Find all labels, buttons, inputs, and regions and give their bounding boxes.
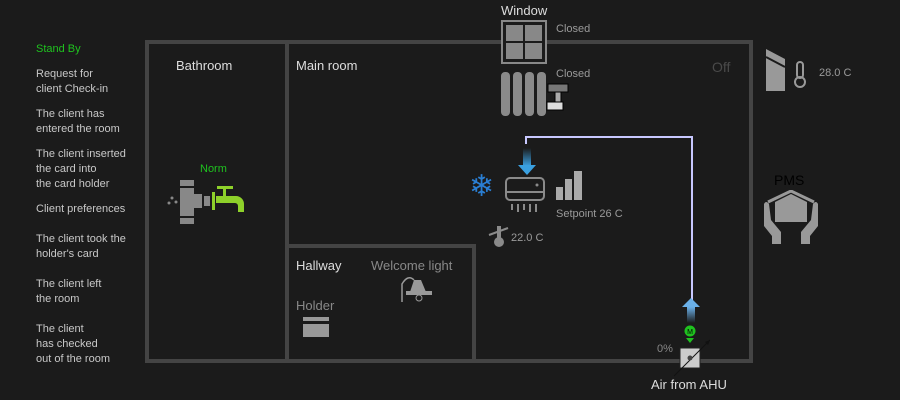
damper-icon[interactable] — [672, 338, 712, 378]
room-label-hallway: Hallway — [296, 258, 342, 273]
air-conditioner-icon[interactable] — [505, 177, 547, 215]
card-holder-icon-slot — [303, 317, 329, 321]
room-label-main: Main room — [296, 58, 358, 73]
window-status: Closed — [556, 23, 591, 35]
air-duct — [525, 136, 693, 302]
thermometer-icon — [488, 226, 509, 247]
window-label: Window — [501, 3, 548, 18]
holder-label: Holder — [296, 298, 335, 313]
pms-icon[interactable] — [762, 190, 820, 246]
water-status: Norm — [200, 163, 227, 175]
ac-setpoint: Setpoint 26 C — [556, 208, 623, 220]
snowflake-icon: ❄ — [469, 170, 495, 203]
motor-icon: M — [684, 325, 696, 343]
hallway-outline — [285, 244, 476, 363]
bathroom-wall — [285, 40, 289, 363]
radiator-status: Closed — [556, 68, 591, 80]
radiator-icon[interactable] — [500, 70, 578, 118]
room-temperature: 22.0 C — [511, 232, 544, 244]
scenario-stand-by[interactable]: Stand By — [36, 43, 81, 55]
scenario-checked-out[interactable]: The client has checked out of the room — [36, 323, 110, 365]
svg-text:M: M — [687, 329, 693, 336]
scenario-took-card[interactable]: The client took the holder's card — [36, 233, 126, 260]
damper-label: Air from AHU — [651, 377, 727, 392]
water-tap-icon[interactable] — [166, 180, 250, 224]
welcome-light-label: Welcome light — [371, 258, 453, 273]
card-holder-icon[interactable] — [303, 324, 329, 337]
window-icon[interactable] — [501, 20, 547, 64]
scenario-left-room[interactable]: The client left the room — [36, 278, 102, 305]
damper-percent: 0% — [657, 343, 673, 355]
outdoor-temperature: 28.0 C — [819, 67, 852, 79]
room-label-bathroom: Bathroom — [176, 58, 233, 73]
welcome-light-icon[interactable] — [400, 274, 436, 304]
scenario-request-checkin[interactable]: Request for client Check-in — [36, 68, 109, 95]
airflow-up-arrow-icon — [682, 298, 700, 323]
building-icon — [765, 49, 806, 91]
pms-label: PMS — [774, 172, 805, 188]
scenario-entered-room[interactable]: The client has entered the room — [36, 108, 120, 135]
scenario-card-inserted[interactable]: The client inserted the card into the ca… — [36, 148, 126, 190]
fan-speed-icon[interactable] — [556, 170, 584, 202]
main-room-status: Off — [712, 59, 731, 75]
airflow-down-arrow-icon — [518, 148, 536, 175]
scenario-client-preferences[interactable]: Client preferences — [36, 203, 126, 215]
